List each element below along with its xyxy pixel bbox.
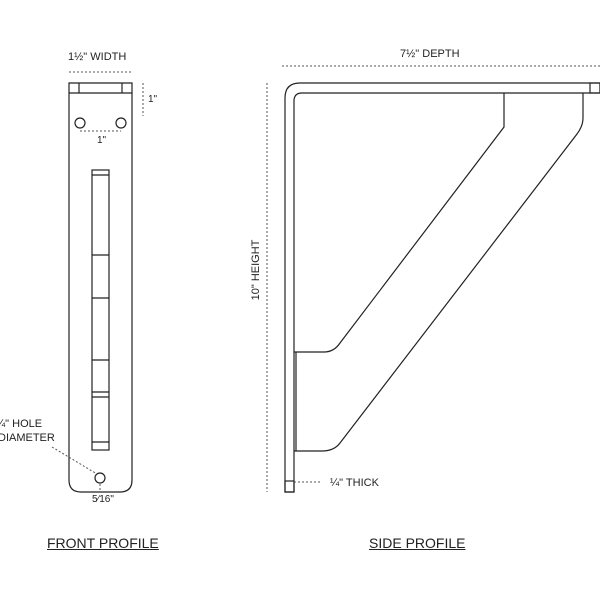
width-label: 1½" WIDTH [68, 51, 127, 63]
bottom-hole [94, 472, 106, 484]
hole-label-line2: DIAMETER [0, 432, 55, 444]
slot [91, 169, 110, 451]
hole-spacing-label: 1" [97, 135, 107, 146]
depth-label: 7½" DEPTH [400, 48, 460, 60]
bottom-offset-label: 5⁄16" [92, 494, 114, 505]
side-profile-title: SIDE PROFILE [369, 535, 466, 551]
front-profile-title: FRONT PROFILE [47, 535, 159, 551]
mount-hole-left [74, 117, 86, 129]
hole-label-line1: ¼" HOLE [0, 418, 43, 430]
mount-hole-right [115, 117, 127, 129]
thickness-label: ¼" THICK [330, 477, 379, 489]
side-profile-drawing [284, 82, 600, 493]
dimension-lines [51, 65, 600, 492]
front-profile-drawing [68, 82, 133, 493]
height-label: 10" HEIGHT [250, 239, 262, 301]
top-offset-label: 1" [148, 94, 158, 105]
